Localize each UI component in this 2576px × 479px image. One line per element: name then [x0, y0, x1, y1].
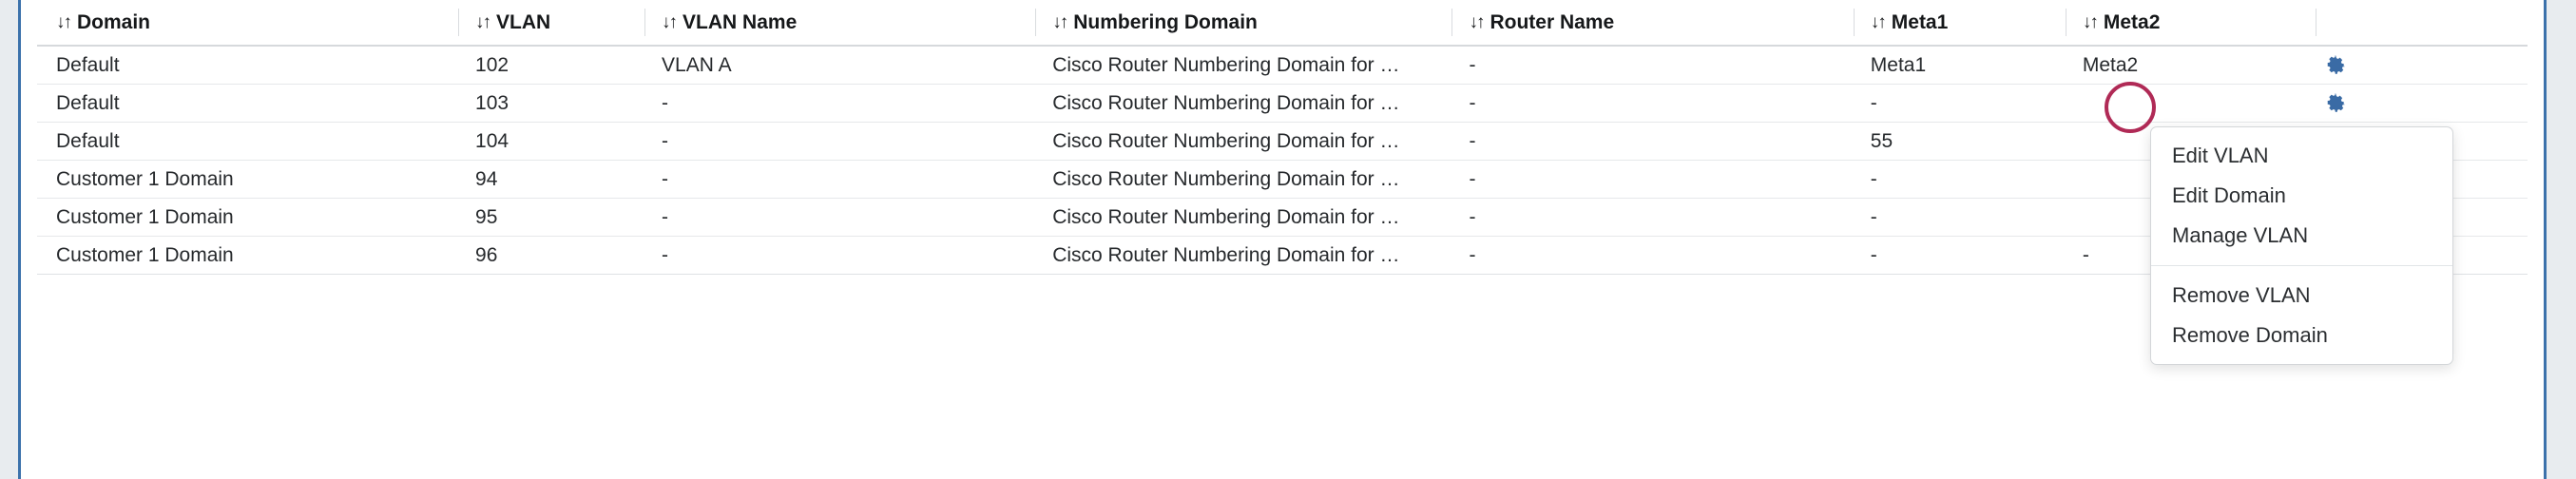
cell-vlan: 94: [458, 160, 645, 199]
column-header-label-router-name: Router Name: [1490, 10, 1615, 33]
sort-updown-icon[interactable]: ↓↑: [1052, 12, 1068, 33]
cell-actions: [2315, 46, 2528, 85]
sort-updown-icon[interactable]: ↓↑: [1870, 12, 1887, 33]
sort-updown-icon[interactable]: ↓↑: [475, 12, 491, 33]
sort-updown-icon[interactable]: ↓↑: [56, 12, 72, 33]
cell-vlan: 103: [458, 84, 645, 123]
sort-updown-icon[interactable]: ↓↑: [2082, 12, 2099, 33]
menu-item-remove-vlan[interactable]: Remove VLAN: [2172, 283, 2311, 307]
menu-item-remove-domain[interactable]: Remove Domain: [2172, 323, 2328, 347]
cell-router-name: -: [1451, 198, 1854, 237]
cell-domain: Customer 1 Domain: [37, 198, 459, 237]
menu-item-manage-vlan[interactable]: Manage VLAN: [2172, 223, 2309, 247]
column-header-meta2[interactable]: ↓↑ Meta2: [2065, 0, 2316, 47]
cell-meta1: -: [1853, 160, 2066, 199]
cell-vlan: 102: [458, 46, 645, 85]
table-header: ↓↑ Domain ↓↑ VLAN ↓↑: [37, 0, 2528, 47]
cell-numbering-domain: Cisco Router Numbering Domain for …: [1035, 84, 1452, 123]
cell-numbering-domain: Cisco Router Numbering Domain for …: [1035, 236, 1452, 275]
cell-vlan: 104: [458, 122, 645, 161]
cell-vlan-name: -: [644, 84, 1036, 123]
vlan-table-wrapper: ↓↑ Domain ↓↑ VLAN ↓↑: [37, 0, 2528, 479]
cell-meta2: Meta2: [2065, 46, 2316, 85]
column-header-vlan[interactable]: ↓↑ VLAN: [458, 0, 645, 47]
cell-actions: [2315, 84, 2528, 123]
cell-domain: Default: [37, 46, 459, 85]
table-row[interactable]: Customer 1 Domain 95 - Cisco Router Numb…: [37, 198, 2528, 237]
cell-numbering-domain: Cisco Router Numbering Domain for …: [1035, 160, 1452, 199]
column-header-numbering-domain[interactable]: ↓↑ Numbering Domain: [1035, 0, 1452, 47]
menu-item-edit-vlan[interactable]: Edit VLAN: [2172, 144, 2269, 167]
gear-icon[interactable]: [2321, 51, 2350, 80]
cell-router-name: -: [1451, 236, 1854, 275]
gear-icon[interactable]: [2321, 89, 2350, 118]
cell-router-name: -: [1451, 122, 1854, 161]
column-header-actions: [2315, 0, 2528, 47]
cell-domain: Customer 1 Domain: [37, 160, 459, 199]
cell-meta1: Meta1: [1853, 46, 2066, 85]
cell-vlan-name: VLAN A: [644, 46, 1036, 85]
table-body: Default 102 VLAN A Cisco Router Numberin…: [37, 46, 2528, 275]
sort-updown-icon[interactable]: ↓↑: [1469, 12, 1485, 33]
cell-domain: Customer 1 Domain: [37, 236, 459, 275]
cell-vlan: 95: [458, 198, 645, 237]
cell-numbering-domain: Cisco Router Numbering Domain for …: [1035, 198, 1452, 237]
column-header-label-vlan: VLAN: [496, 10, 551, 33]
column-header-label-vlan-name: VLAN Name: [682, 10, 798, 33]
cell-router-name: -: [1451, 84, 1854, 123]
cell-vlan: 96: [458, 236, 645, 275]
cell-vlan-name: -: [644, 122, 1036, 161]
cell-meta1: -: [1853, 236, 2066, 275]
cell-numbering-domain: Cisco Router Numbering Domain for …: [1035, 122, 1452, 161]
cell-router-name: -: [1451, 46, 1854, 85]
cell-vlan-name: -: [644, 198, 1036, 237]
column-header-domain[interactable]: ↓↑ Domain: [37, 0, 459, 47]
cell-meta1: -: [1853, 198, 2066, 237]
menu-item-edit-domain[interactable]: Edit Domain: [2172, 183, 2286, 207]
column-header-label-meta1: Meta1: [1891, 10, 1949, 33]
cell-domain: Default: [37, 84, 459, 123]
table-header-row: ↓↑ Domain ↓↑ VLAN ↓↑: [37, 0, 2528, 47]
vlan-table: ↓↑ Domain ↓↑ VLAN ↓↑: [37, 0, 2528, 275]
row-actions-context-menu[interactable]: Edit VLAN Edit Domain Manage VLAN Remove…: [2150, 126, 2453, 365]
column-header-router-name[interactable]: ↓↑ Router Name: [1451, 0, 1854, 47]
cell-meta1: -: [1853, 84, 2066, 123]
content-panel: ↓↑ Domain ↓↑ VLAN ↓↑: [18, 0, 2547, 479]
column-header-label-numbering-domain: Numbering Domain: [1073, 10, 1258, 33]
column-header-vlan-name[interactable]: ↓↑ VLAN Name: [644, 0, 1036, 47]
column-header-meta1[interactable]: ↓↑ Meta1: [1853, 0, 2066, 47]
cell-meta2: [2065, 84, 2316, 123]
cell-vlan-name: -: [644, 236, 1036, 275]
table-row[interactable]: Default 102 VLAN A Cisco Router Numberin…: [37, 46, 2528, 85]
cell-meta1: 55: [1853, 122, 2066, 161]
column-header-label-meta2: Meta2: [2103, 10, 2161, 33]
column-header-label-domain: Domain: [77, 10, 151, 33]
cell-numbering-domain: Cisco Router Numbering Domain for …: [1035, 46, 1452, 85]
cell-router-name: -: [1451, 160, 1854, 199]
sort-updown-icon[interactable]: ↓↑: [662, 12, 678, 33]
cell-vlan-name: -: [644, 160, 1036, 199]
menu-divider: [2151, 265, 2452, 266]
cell-domain: Default: [37, 122, 459, 161]
table-row[interactable]: Default 103 - Cisco Router Numbering Dom…: [37, 84, 2528, 123]
